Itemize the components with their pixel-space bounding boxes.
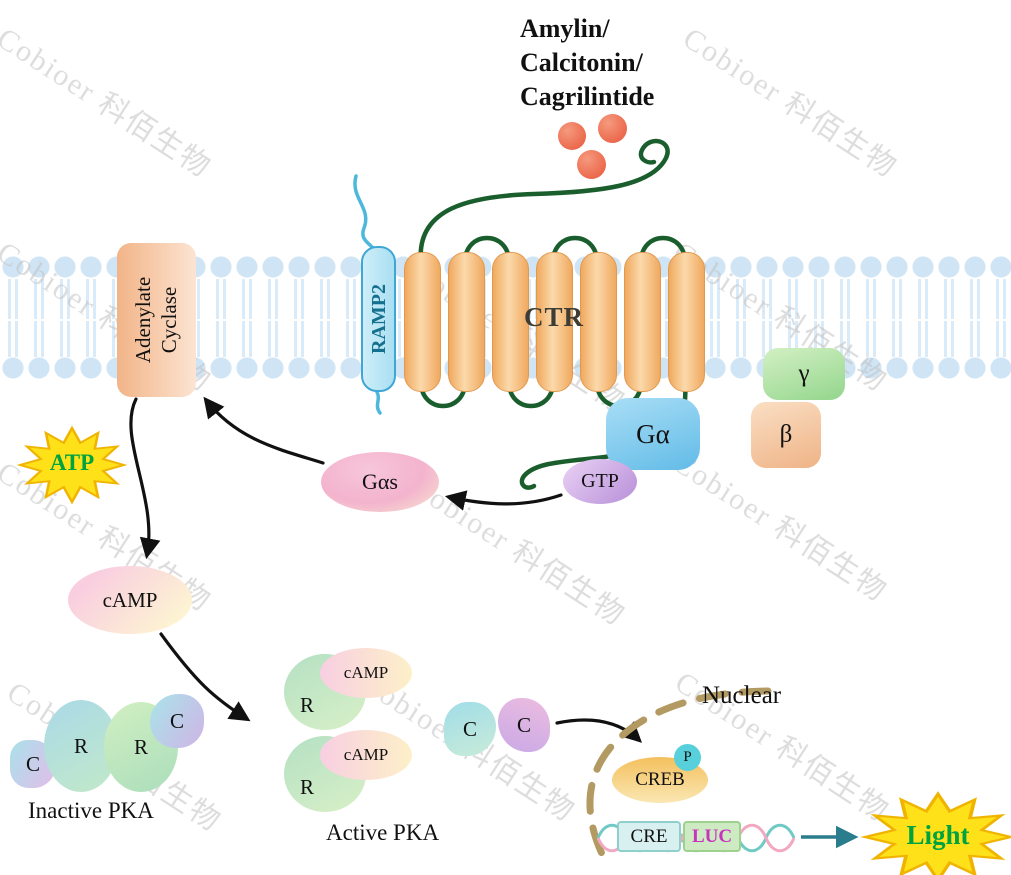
pka-c-subunit: C: [150, 694, 204, 748]
ctr-helix: [536, 252, 573, 392]
pka-r-label: R: [73, 733, 88, 758]
pka-c-label: C: [462, 716, 477, 741]
arrow-gas-to-adenylate-cyclase: [203, 396, 325, 465]
active-pka-label: Active PKA: [326, 820, 440, 845]
ramp2-label: RAMP2: [367, 284, 390, 354]
gtp-label: GTP: [581, 470, 619, 492]
cre-label: CRE: [630, 825, 668, 847]
ligand-title: Amylin/ Calcitonin/ Cagrilintide: [520, 12, 654, 114]
camp-bound-label: cAMP: [343, 663, 389, 682]
adenylate-cyclase-label: Adenylate Cyclase: [131, 277, 183, 363]
luc-reporter: LUC: [683, 821, 741, 852]
ctr-helix: [668, 252, 705, 392]
adenylate-cyclase-line2: Cyclase: [157, 286, 182, 354]
gas-subunit: Gαs: [321, 452, 439, 512]
pka-c-subunit-free: C: [444, 702, 496, 756]
ligand-title-line: Calcitonin/: [520, 48, 643, 77]
gas-label: Gαs: [362, 469, 398, 494]
nuclear-label: Nuclear: [702, 682, 782, 709]
ligand-title-line: Cagrilintide: [520, 82, 655, 111]
ctr-helix: [624, 252, 661, 392]
phosphate-badge: P: [674, 744, 701, 771]
ctr-label: CTR: [524, 302, 585, 332]
g-beta-label: β: [779, 421, 793, 448]
g-alpha-label: Gα: [636, 418, 670, 449]
pka-c-label: C: [516, 712, 531, 737]
creb-label: CREB: [635, 769, 685, 790]
ctr-helix: [404, 252, 441, 392]
light-label: Light: [906, 820, 970, 850]
gtp-molecule: GTP: [563, 459, 637, 504]
inactive-pka-label: Inactive PKA: [28, 798, 154, 823]
ligand-molecule: [577, 150, 606, 179]
arrow-gtp-to-gas: [444, 490, 563, 511]
arrow-camp-to-pka: [159, 632, 251, 722]
ramp2-c-tail: [375, 390, 382, 415]
pka-r-label: R: [133, 734, 148, 759]
g-gamma-subunit: γ: [763, 348, 845, 400]
arrow-c-to-nucleus: [555, 718, 643, 743]
pka-r-label: R: [300, 775, 315, 799]
g-alpha-subunit: Gα: [606, 398, 700, 470]
pka-c-label: C: [25, 751, 40, 776]
luc-label: LUC: [691, 825, 733, 847]
ramp2-n-tail: [353, 174, 376, 252]
ramp2-protein: RAMP2: [361, 246, 396, 392]
ligand-molecule: [558, 122, 586, 150]
g-beta-subunit: β: [751, 402, 821, 468]
adenylate-cyclase: Adenylate Cyclase: [117, 243, 196, 397]
ligand-title-line: Amylin/: [520, 14, 610, 43]
g-gamma-label: γ: [798, 360, 810, 387]
cre-element: CRE: [617, 821, 681, 852]
pka-c-subunit-free: C: [498, 698, 550, 752]
camp-bound-label: cAMP: [343, 745, 389, 764]
arrow-atp-to-camp: [129, 397, 161, 560]
ctr-helix: [448, 252, 485, 392]
atp-label: ATP: [49, 450, 95, 475]
phosphate-label: P: [683, 749, 692, 765]
pka-c-label: C: [169, 708, 184, 733]
ligand-molecule: [598, 114, 627, 143]
ctr-helix: [492, 252, 529, 392]
adenylate-cyclase-line1: Adenylate: [131, 276, 156, 364]
camp-label: cAMP: [102, 587, 158, 612]
camp-molecule: cAMP: [68, 566, 192, 634]
camp-bound: cAMP: [320, 648, 412, 698]
ctr-helix: [580, 252, 617, 392]
pka-r-label: R: [300, 693, 315, 717]
ctr-n-terminus: [418, 138, 670, 265]
camp-bound: cAMP: [320, 730, 412, 780]
nuclear-envelope: [586, 687, 772, 866]
